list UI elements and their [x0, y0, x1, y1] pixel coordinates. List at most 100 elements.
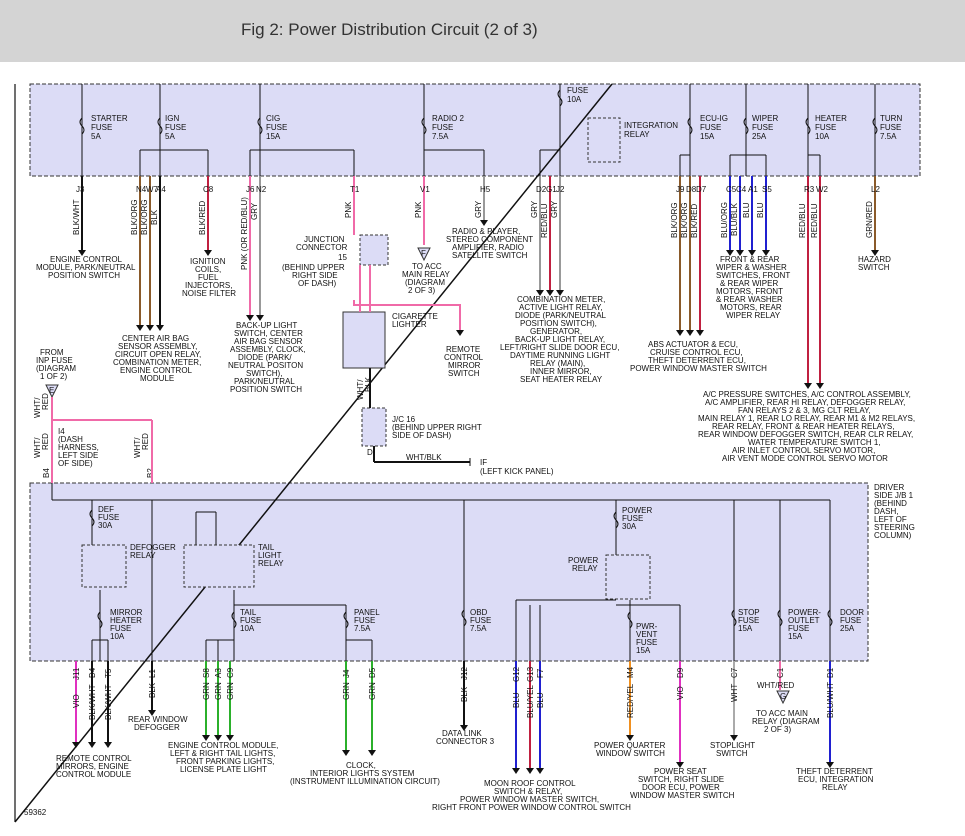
wire-blkred-2: BLK/RED [690, 204, 699, 238]
label-whtred-2: RED [41, 393, 50, 410]
pwr-vent-fuse-2: VENT [636, 630, 657, 639]
def-fuse-3: 30A [98, 521, 113, 530]
pin-d5: D5 [368, 667, 377, 678]
label-ecm-b2: LEFT & RIGHT TAIL LIGHTS, [170, 749, 275, 758]
stop-fuse-3: 15A [738, 624, 753, 633]
label-if-1: IF [480, 458, 487, 467]
pin-j4: J4 [342, 669, 351, 678]
wire-redyel: RED/YEL [626, 683, 635, 718]
jc16-connector [361, 407, 387, 447]
wire-blk-b: BLK [148, 682, 157, 698]
label-acc-b3: 2 OF 3) [764, 725, 791, 734]
label-ecm-b3: FRONT PARKING LIGHTS, [176, 757, 274, 766]
label-whtred-6: RED [141, 433, 150, 450]
label-td-2: ECU, INTEGRATION [798, 775, 874, 784]
label-i4-2: (DASH [58, 435, 83, 444]
pin-c5: C5 [726, 185, 737, 194]
pin-v1: V1 [420, 185, 430, 194]
wire-bluorg: BLU/ORG [720, 202, 729, 238]
label-rc-2: MIRRORS, ENGINE [56, 762, 129, 771]
pin-n2: N2 [256, 185, 267, 194]
wire-redblu-3: RED/BLU [810, 203, 819, 238]
stop-fuse-2: FUSE [738, 616, 759, 625]
connector-e-symbol [45, 384, 59, 399]
label-whtred-3: WHT/ [33, 437, 42, 458]
wire-blu-1: BLU [742, 202, 751, 218]
upper-wire-labels: BLK/WHT BLK/ORG BLK/ORG BLK BLK/RED PNK … [72, 197, 874, 270]
lower-arrows [72, 710, 834, 774]
figure-code: 59362 [24, 808, 47, 817]
label-bk-6: NEUTRAL POSITON [228, 361, 303, 370]
label-whtblk: WHT/BLK [406, 453, 442, 462]
label-ps-1: POWER SEAT [654, 767, 707, 776]
label-sl-1: STOPLIGHT [710, 741, 755, 750]
mirror-heater-2: HEATER [110, 616, 142, 625]
pwr-vent-fuse-1: PWR- [636, 622, 658, 631]
label-td-3: RELAY [822, 783, 848, 792]
label-bk-2: SWITCH, CENTER [234, 329, 303, 338]
label-whtred-4: RED [41, 433, 50, 450]
radio2-fuse-amp: 7.5A [432, 132, 449, 141]
label-ac-5: REAR RELAY, FRONT & REAR HEATER RELAYS, [712, 422, 894, 431]
label-ecm-2: MODULE, PARK/NEUTRAL [36, 263, 136, 272]
wire-bluwht: BLU/WHT [826, 682, 835, 718]
label-ps-3: DOOR ECU, POWER [642, 783, 720, 792]
radio2-fuse-label: RADIO 2 [432, 114, 465, 123]
wire-blkorg-2: BLK/ORG [140, 199, 149, 235]
pin-j6: J6 [246, 185, 255, 194]
label-from-1: FROM [40, 348, 64, 357]
mirror-heater-1: MIRROR [110, 608, 143, 617]
pin-n4: N4 [136, 185, 147, 194]
pin-c7: C7 [730, 667, 739, 678]
pin-a4: A4 [156, 185, 166, 194]
label-jc16-2: (BEHIND UPPER RIGHT [392, 423, 482, 432]
tail-fuse-1: TAIL [240, 608, 257, 617]
wire-blu-b2: BLU [536, 692, 545, 708]
power-outlet-fuse-1: POWER- [788, 608, 821, 617]
label-acc-b1: TO ACC MAIN [756, 709, 808, 718]
integration-relay [587, 117, 621, 163]
label-rc-1: REMOTE CONTROL [56, 754, 132, 763]
starter-fuse-text: FUSE [91, 123, 112, 132]
connector-g-symbol [776, 690, 790, 705]
wire-wht: WHT [730, 684, 739, 702]
wiper-fuse-text: FUSE [752, 123, 773, 132]
power-outlet-fuse-2: OUTLET [788, 616, 820, 625]
label-whtblk-2: WHT/ [356, 379, 365, 400]
label-drv-5: LEFT OF [874, 515, 907, 524]
label-wip-2: WIPER & WASHER [716, 263, 787, 272]
wire-pnk-2: PNK [414, 201, 423, 218]
label-ecm-3: POSITION SWITCH [48, 271, 120, 280]
label-cab-1: CENTER AIR BAG [122, 334, 189, 343]
defogger-relay-label: DEFOGGER [130, 543, 176, 552]
upper-fuse-box [29, 83, 921, 177]
def-fuse-2: FUSE [98, 513, 119, 522]
turn-fuse-label: TURN [880, 114, 902, 123]
lower-wires [75, 661, 831, 768]
stop-fuse-1: STOP [738, 608, 760, 617]
defogger-relay-label-2: RELAY [130, 551, 156, 560]
label-acc-4: 2 OF 3) [408, 286, 435, 295]
integration-relay-label-2: RELAY [624, 130, 650, 139]
pin-l2: L2 [871, 185, 880, 194]
upper-destination-labels: ENGINE CONTROL MODULE, PARK/NEUTRAL POSI… [33, 227, 915, 540]
label-i4-4: LEFT SIDE [58, 451, 98, 460]
label-ac-2: A/C AMPLIFIER, REAR HI RELAY, DEFOGGER R… [705, 398, 905, 407]
label-jc-1: JUNCTION [304, 235, 345, 244]
label-cig-2: LIGHTER [392, 320, 427, 329]
label-rc-3: CONTROL MODULE [56, 770, 131, 779]
label-ac-8: AIR INLET CONTROL SERVO MOTOR, [732, 446, 875, 455]
upper-arrows [78, 220, 879, 389]
lower-wire-labels: VIO BLK/WHT BLK/WHT BLK GRN GRN GRN GRN … [72, 681, 835, 720]
wire-blkwht-b2: BLK/WHT [104, 684, 113, 720]
label-cab-6: MODULE [140, 374, 174, 383]
label-rcm-1: REMOTE [446, 345, 480, 354]
label-g: G [780, 692, 786, 701]
pin-c9: C9 [226, 667, 235, 678]
label-cm-2: ACTIVE LIGHT RELAY, [519, 303, 603, 312]
label-wip-8: WIPER RELAY [726, 311, 781, 320]
wire-blu-2: BLU [756, 202, 765, 218]
label-ecm-b4: LICENSE PLATE LIGHT [180, 765, 267, 774]
pwr-vent-fuse-3: FUSE [636, 638, 657, 647]
label-whtred-1: WHT/ [33, 397, 42, 418]
